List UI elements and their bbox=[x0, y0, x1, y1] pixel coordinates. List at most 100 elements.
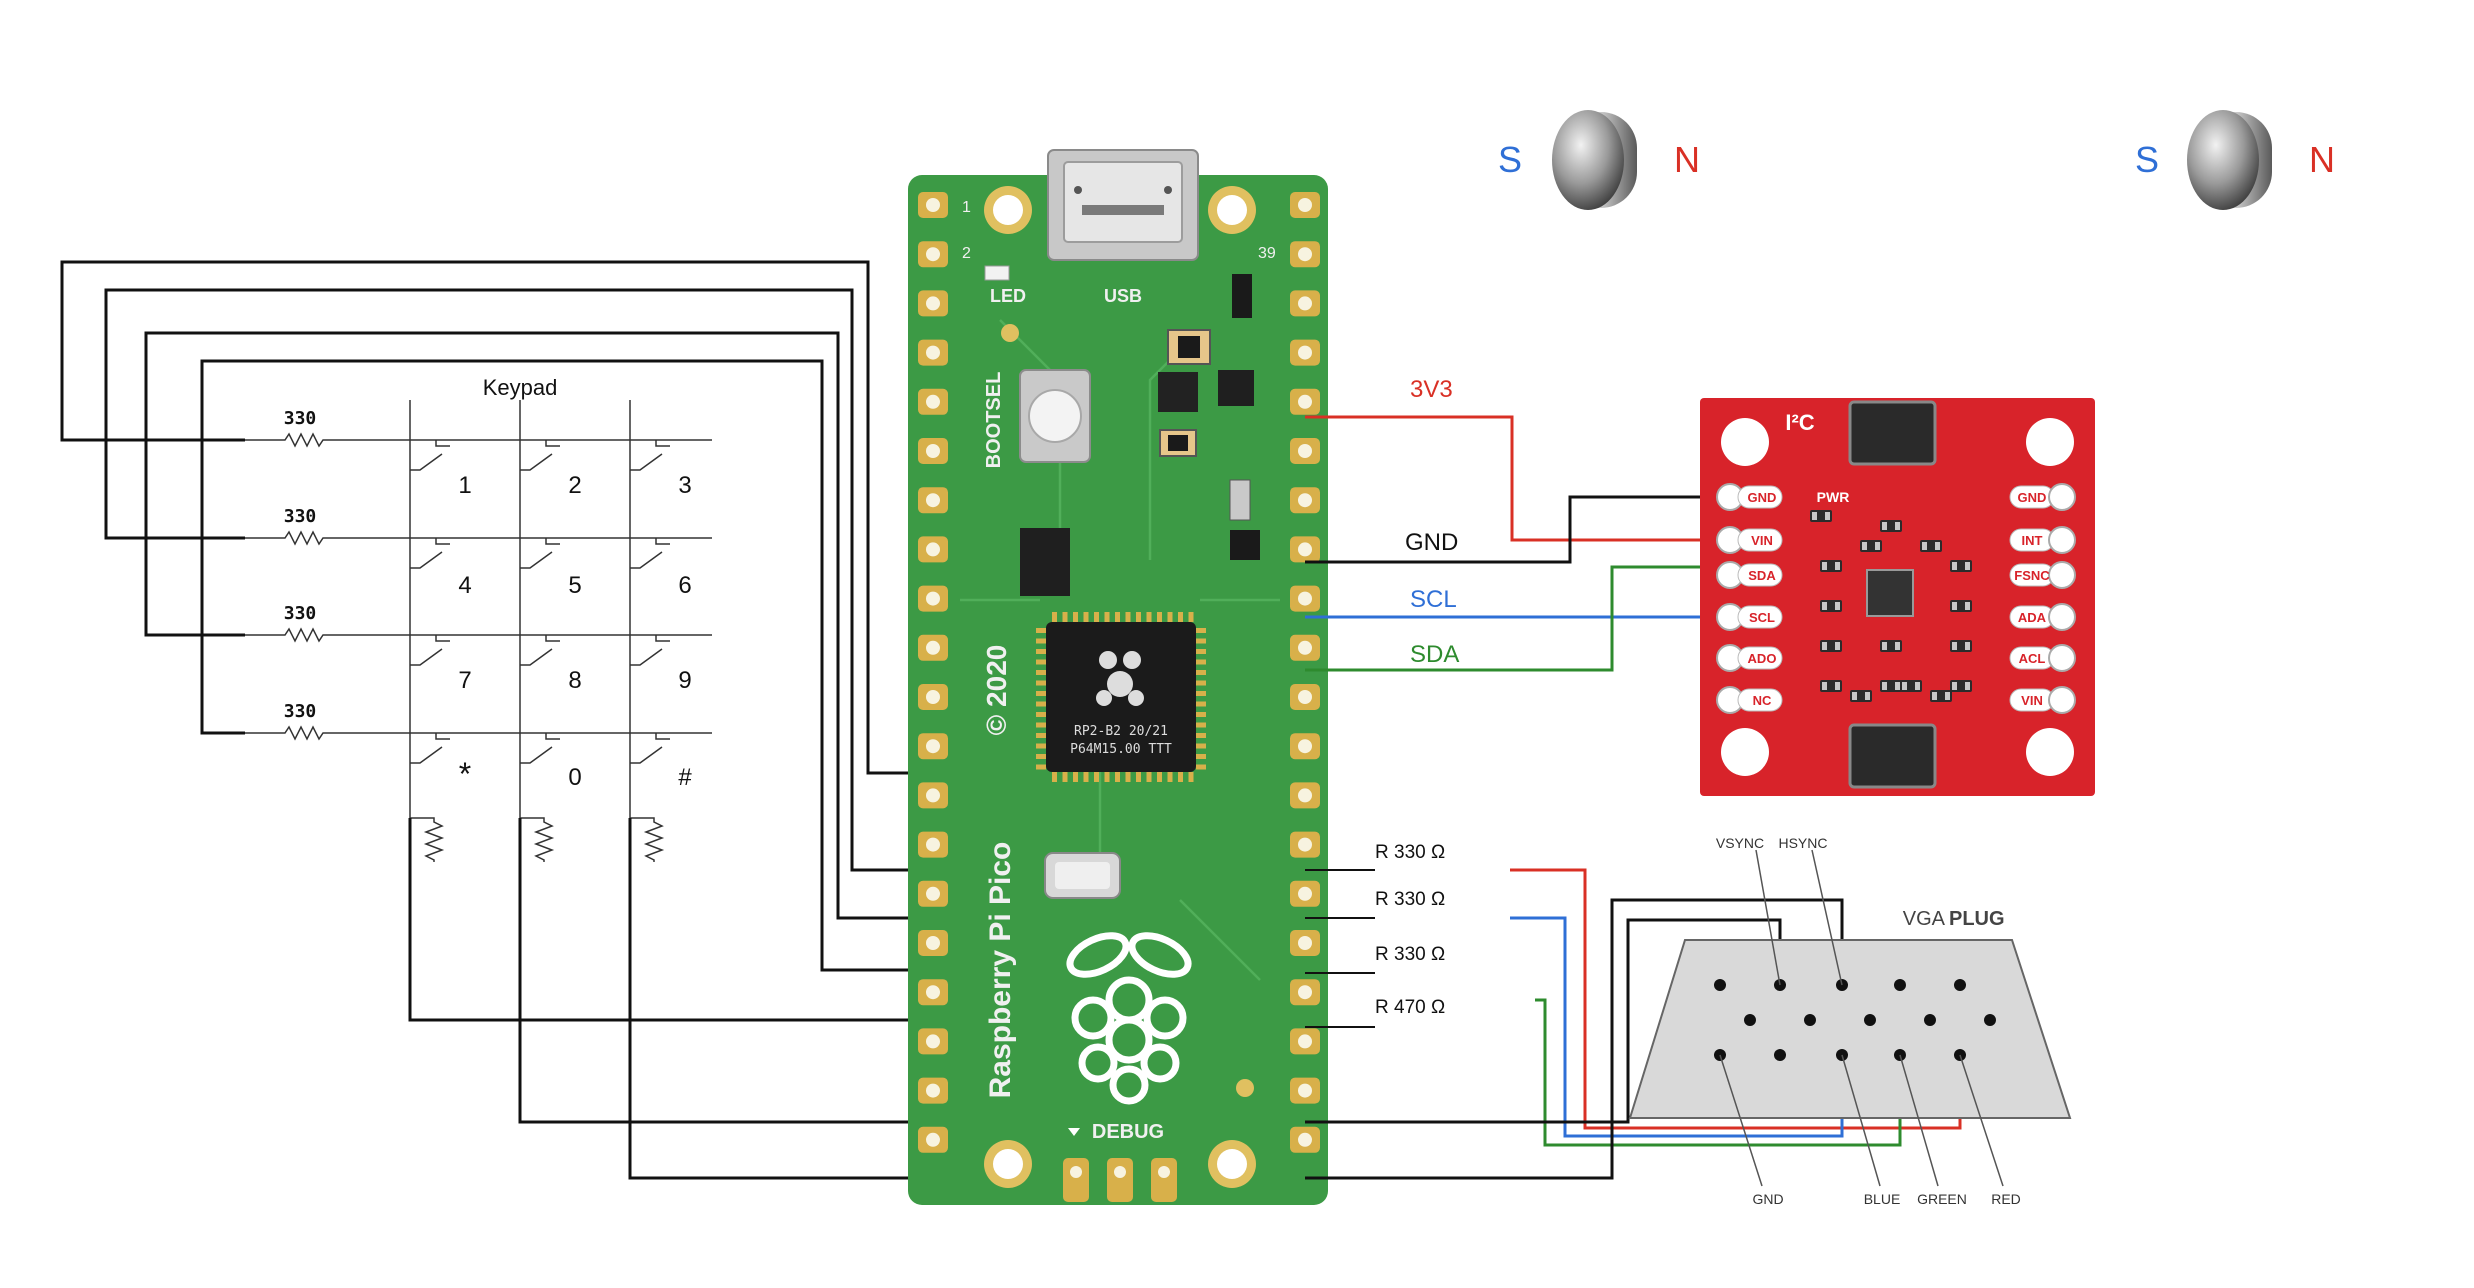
debug-pads bbox=[1063, 1158, 1177, 1202]
usb-connector bbox=[1047, 149, 1199, 261]
sensor-left-pin-label: GND bbox=[1748, 490, 1777, 505]
led bbox=[984, 265, 1010, 281]
rp2040-chip: RP2-B2 20/21 P64M15.00 TTT bbox=[1046, 622, 1196, 772]
wire-gnd bbox=[1305, 495, 1710, 564]
row-resistor: 330 bbox=[245, 603, 330, 643]
sensor-right-pin: VIN bbox=[2009, 686, 2076, 714]
led-label: LED bbox=[990, 286, 1026, 306]
pin-2-label: 2 bbox=[962, 245, 971, 262]
row-resistor-label: 330 bbox=[284, 701, 317, 722]
key-switch bbox=[520, 538, 560, 569]
keypad-switches bbox=[410, 440, 670, 764]
vga-plug: VGA PLUG VSYNC HSYNC GND BLUE GREEN RED bbox=[1628, 835, 2072, 1207]
sensor-left-pin: VIN bbox=[1716, 526, 1783, 554]
mounting-holes bbox=[984, 186, 1256, 1188]
key-label: 2 bbox=[568, 472, 581, 499]
key-label: # bbox=[678, 764, 692, 791]
row-resistor: 330 bbox=[245, 408, 330, 448]
key-switch bbox=[520, 733, 560, 764]
key-label: 3 bbox=[678, 472, 691, 499]
pico-pads bbox=[918, 192, 1320, 1153]
key-label: 4 bbox=[458, 572, 471, 599]
key-switch bbox=[410, 733, 450, 764]
sensor-right-pin: INT bbox=[2009, 526, 2076, 554]
sensor-title: I²C bbox=[1785, 410, 1814, 435]
sensor-right-pin: GND bbox=[2009, 483, 2076, 511]
key-label: 6 bbox=[678, 572, 691, 599]
row-resistor-label: 330 bbox=[284, 603, 317, 624]
vga-blue-label: BLUE bbox=[1864, 1191, 1901, 1207]
sensor-left-pin-label: SDA bbox=[1748, 568, 1776, 583]
key-label: 5 bbox=[568, 572, 581, 599]
sensor-right-pin-label: ACL bbox=[2019, 651, 2046, 666]
vga-title-light: VGA bbox=[1903, 908, 1946, 930]
vga-resistors bbox=[1305, 869, 1375, 1028]
magnet-2: S N bbox=[2135, 110, 2335, 210]
i2c-wires bbox=[1305, 415, 1710, 672]
chip-line-1: RP2-B2 20/21 bbox=[1074, 724, 1168, 739]
key-label: 1 bbox=[458, 472, 471, 499]
wire-hsync bbox=[1305, 898, 1844, 1180]
keypad-title: Keypad bbox=[483, 375, 558, 400]
sensor-left-pin: ADO bbox=[1716, 644, 1783, 672]
key-label: 9 bbox=[678, 667, 691, 694]
pin-1-label: 1 bbox=[962, 199, 971, 216]
sensor-right-pin-label: INT bbox=[2022, 533, 2043, 548]
bootsel-label: BOOTSEL bbox=[983, 372, 1005, 469]
vga-resistor-label-1: R 330 Ω bbox=[1375, 842, 1445, 863]
qwiic-connector-bottom bbox=[1848, 723, 1937, 789]
key-switch bbox=[630, 733, 670, 764]
wire-3v3 bbox=[1305, 415, 1710, 542]
imu-chip bbox=[1866, 569, 1914, 617]
key-label: 7 bbox=[458, 667, 471, 694]
key-switch bbox=[520, 440, 560, 471]
magnet-1-north: N bbox=[1674, 139, 1700, 180]
key-switch bbox=[410, 440, 450, 471]
keypad-rows bbox=[330, 400, 712, 815]
key-switch bbox=[410, 538, 450, 569]
row-resistor: 330 bbox=[245, 506, 330, 546]
vga-resistor-label-3: R 330 Ω bbox=[1375, 944, 1445, 965]
debug-arrow-icon bbox=[1068, 1128, 1080, 1136]
wire-sda bbox=[1305, 565, 1710, 672]
magnet-1: S N bbox=[1498, 110, 1700, 210]
wire-vsync bbox=[1305, 918, 1782, 1124]
debug-label: DEBUG bbox=[1092, 1121, 1164, 1143]
sensor-left-pin: SDA bbox=[1716, 561, 1783, 589]
sensor-right-pin-label: GND bbox=[2018, 490, 2047, 505]
sensor-right-pin-label: FSNC bbox=[2014, 568, 2050, 583]
key-switch bbox=[630, 440, 670, 471]
crystal bbox=[1044, 852, 1121, 899]
label-gnd: GND bbox=[1405, 529, 1458, 556]
row-resistor-label: 330 bbox=[284, 408, 317, 429]
usb-label: USB bbox=[1104, 286, 1142, 306]
vga-green-label: GREEN bbox=[1917, 1191, 1967, 1207]
i2c-sensor-board: I²C PWR GNDVINSDASCLADONCGNDINTFSNCADAAC… bbox=[1700, 398, 2095, 796]
sensor-left-pin: SCL bbox=[1716, 603, 1783, 631]
vga-resistor-label-2: R 330 Ω bbox=[1375, 889, 1445, 910]
vga-red-label: RED bbox=[1991, 1191, 2021, 1207]
year-label: © 2020 bbox=[981, 645, 1012, 736]
label-3v3: 3V3 bbox=[1410, 376, 1453, 403]
keypad-wires bbox=[60, 260, 934, 1180]
magnet-1-south: S bbox=[1498, 139, 1522, 180]
vga-hsync-label: HSYNC bbox=[1778, 835, 1827, 851]
sensor-left-pin: GND bbox=[1716, 483, 1783, 511]
chip-pins bbox=[1036, 612, 1206, 782]
sensor-left-pin-label: NC bbox=[1753, 693, 1772, 708]
key-switch bbox=[630, 635, 670, 666]
chip-line-2: P64M15.00 TTT bbox=[1070, 742, 1172, 757]
column-resistors bbox=[409, 815, 665, 862]
key-label: 8 bbox=[568, 667, 581, 694]
magnet-1-face bbox=[1552, 110, 1624, 210]
vga-pins bbox=[1714, 979, 1996, 1061]
sensor-left-pin: NC bbox=[1716, 686, 1783, 714]
bootsel-button bbox=[1019, 369, 1091, 463]
vga-vsync-label: VSYNC bbox=[1716, 835, 1764, 851]
sensor-left-pin-label: SCL bbox=[1749, 610, 1775, 625]
row-resistors: 330 330 330 330 bbox=[245, 408, 330, 741]
key-switch bbox=[630, 538, 670, 569]
sensor-left-pin-label: VIN bbox=[1751, 533, 1773, 548]
